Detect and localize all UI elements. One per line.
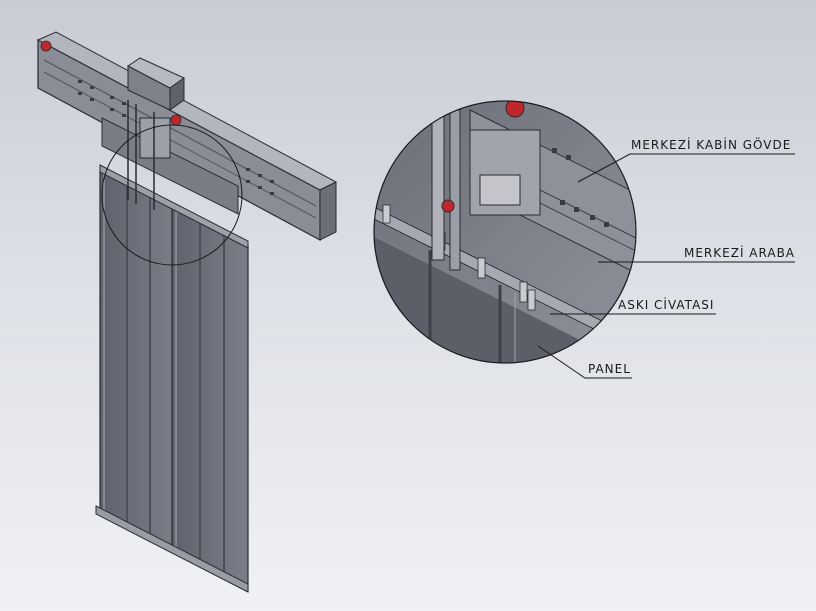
bolt	[519, 281, 528, 303]
detail-hole	[560, 200, 565, 205]
callout-panel: PANEL	[588, 362, 631, 376]
beam-holes	[78, 80, 274, 195]
door-assembly	[36, 31, 338, 593]
detail-post	[431, 109, 445, 261]
door-panel-right	[171, 207, 249, 591]
detail-post	[449, 109, 461, 271]
hanger-bar	[99, 164, 249, 249]
leader-merkezi-kabin-govde	[577, 153, 795, 183]
leader-lines	[537, 153, 795, 379]
leader-panel	[537, 345, 632, 379]
beam-hole	[122, 102, 126, 105]
header-beam	[36, 31, 338, 242]
red-roller	[170, 114, 182, 126]
detail-panel	[374, 230, 636, 363]
carriage-bracket	[139, 117, 171, 159]
beam-hole	[246, 180, 250, 183]
beam-hole	[90, 86, 94, 89]
callout-aski-civatasi: ASKI CİVATASI	[618, 298, 715, 312]
bolt	[477, 257, 486, 279]
callout-merkezi-araba: MERKEZİ ARABA	[684, 246, 796, 260]
detail-hole	[604, 222, 609, 227]
door-panel-left	[99, 169, 176, 549]
detail-hole	[590, 215, 595, 220]
detail-red-roller	[441, 199, 455, 213]
detail-view	[373, 100, 637, 364]
detail-marker-circle	[101, 124, 243, 266]
callout-merkezi-kabin-govde: MERKEZİ KABİN GÖVDE	[631, 138, 792, 152]
bolt	[527, 289, 536, 311]
detail-red-roller	[505, 101, 525, 118]
beam-hole	[258, 186, 262, 189]
beam-hole	[270, 180, 274, 183]
detail-hole	[574, 207, 579, 212]
beam-hole	[258, 174, 262, 177]
door-panels	[95, 169, 249, 593]
detail-holes	[552, 148, 609, 227]
beam-hole	[90, 98, 94, 101]
beam-hole	[110, 96, 114, 99]
beam-hole	[78, 92, 82, 95]
red-roller	[40, 40, 52, 52]
panel-bottom-rail	[95, 505, 249, 593]
box-side	[169, 77, 185, 111]
beam-side	[319, 181, 337, 241]
control-box	[127, 57, 185, 111]
detail-border	[373, 100, 637, 364]
beam-hole	[270, 192, 274, 195]
beam-hole	[78, 80, 82, 83]
detail-hole	[566, 155, 571, 160]
bolt	[382, 204, 391, 224]
beam-hole	[110, 108, 114, 111]
detail-carriage-plate	[479, 174, 521, 206]
beam-hole	[246, 168, 250, 171]
central-carriage	[101, 100, 239, 215]
beam-hole	[122, 114, 126, 117]
detail-hole	[552, 148, 557, 153]
